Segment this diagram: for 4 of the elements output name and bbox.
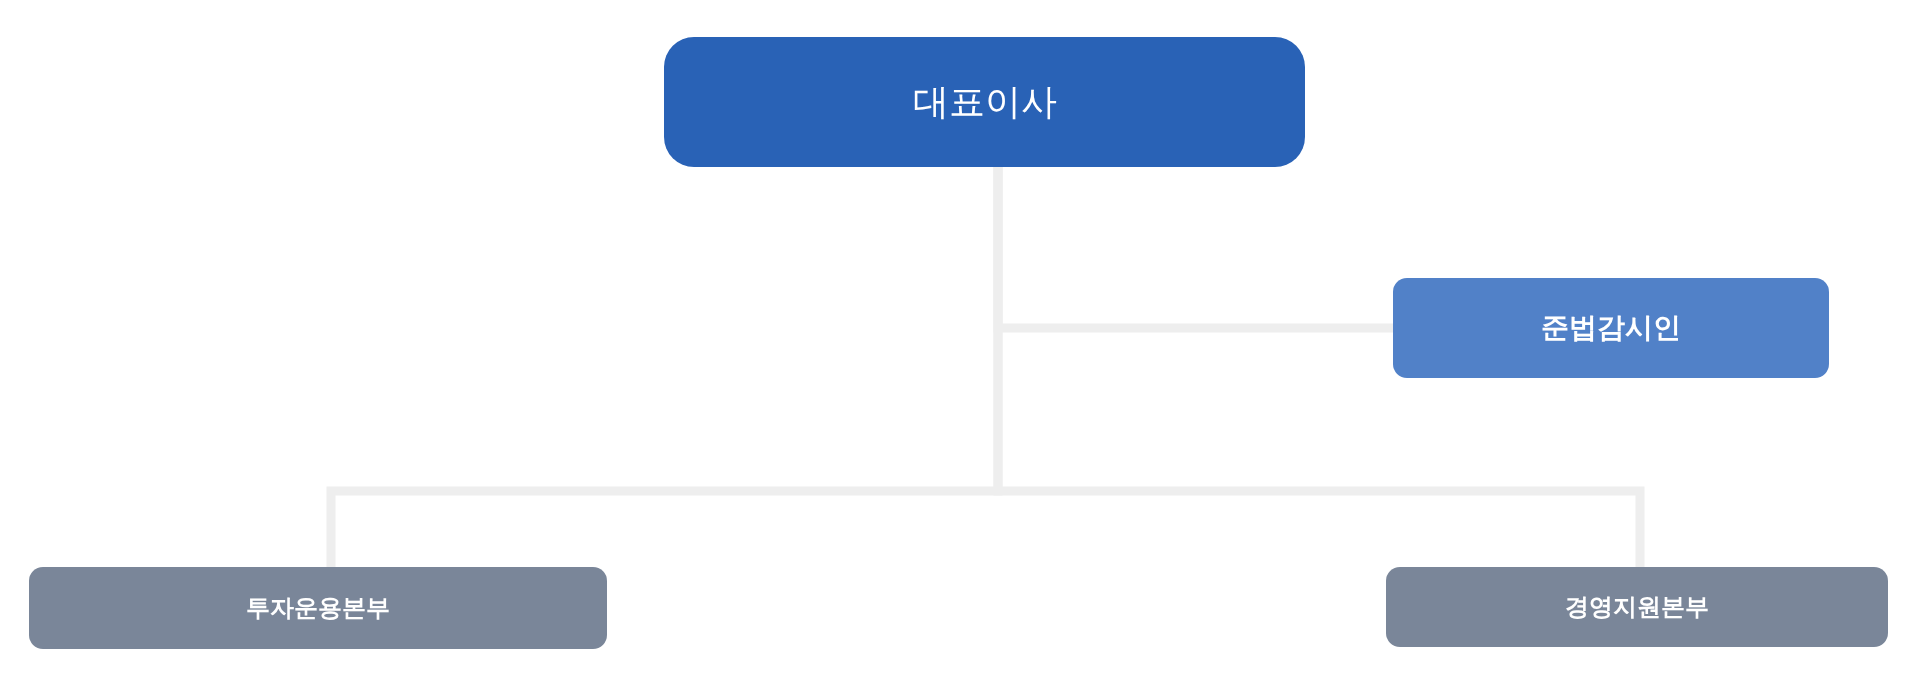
department-box: 준법감시인 (1393, 278, 1829, 378)
department-box: 경영지원본부 (1386, 567, 1888, 647)
department-box: 투자운용본부 (29, 567, 607, 649)
ceo-box: 대표이사 (664, 37, 1305, 167)
